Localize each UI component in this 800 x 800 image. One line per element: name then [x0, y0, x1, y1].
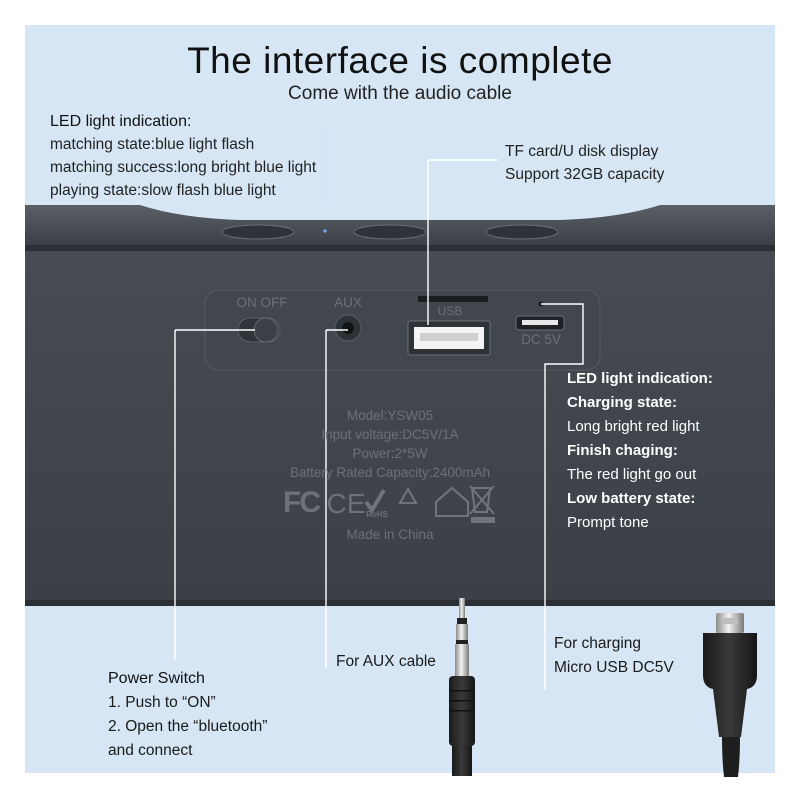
aux-cable-label: For AUX cable — [336, 653, 436, 670]
low-battery-text: Prompt tone — [567, 514, 649, 531]
made-in-label: Made in China — [346, 527, 434, 542]
weee-bar-icon — [471, 517, 495, 523]
aux-label: AUX — [334, 295, 362, 310]
led-top-line: matching state:blue light flash — [50, 136, 255, 153]
micro-usb-inner-icon — [522, 320, 558, 325]
power-switch-knob-icon — [253, 317, 279, 343]
tf-slot-icon — [418, 296, 488, 302]
led-top-block: LED light indication: matching state:blu… — [50, 110, 316, 202]
weee-bin-icon — [469, 485, 495, 515]
speaker-seam — [25, 245, 775, 251]
micro-usb-cable-icon — [703, 613, 757, 777]
recycle-icon — [398, 486, 418, 504]
rohs-logo-icon: RoHS — [366, 510, 388, 519]
low-battery-heading: Low battery state: — [567, 490, 696, 507]
button-icon — [353, 224, 427, 240]
aux-hole-icon — [342, 322, 354, 334]
tf-card-line: Support 32GB capacity — [505, 166, 665, 183]
tf-card-line: TF card/U disk display — [505, 143, 659, 160]
speaker-bottom-edge — [25, 600, 775, 606]
charging-text: Long bright red light — [567, 418, 700, 435]
model-label: Model:YSW05 — [346, 408, 434, 423]
certification-icons — [364, 485, 495, 523]
power-switch-line: 1. Push to “ON” — [108, 694, 216, 711]
usb-tongue-icon — [420, 333, 478, 341]
led-top-heading: LED light indication: — [50, 113, 192, 130]
ce-logo-icon: CE — [326, 488, 366, 519]
voltage-label: Input voltage:DC5V/1A — [321, 427, 459, 442]
switch-label: ON OFF — [236, 295, 288, 310]
power-switch-line: and connect — [108, 742, 193, 759]
finish-text: The red light go out — [567, 466, 697, 483]
charging-line: Micro USB DC5V — [554, 659, 674, 676]
led-right-heading: LED light indication: — [567, 370, 713, 387]
dc-label: DC 5V — [521, 332, 561, 347]
usb-label: USB — [437, 304, 463, 318]
tf-card-block: TF card/U disk display Support 32GB capa… — [505, 140, 664, 186]
blue-led-icon — [323, 229, 327, 233]
house-icon — [435, 486, 469, 517]
led-right-block: LED light indication: Charging state: Lo… — [567, 367, 713, 535]
power-label: Power:2*5W — [352, 446, 428, 461]
charging-block: For charging Micro USB DC5V — [554, 632, 674, 680]
fcc-logo-icon: FC — [283, 486, 321, 519]
callout-lines — [174, 159, 584, 690]
finish-heading: Finish chaging: — [567, 442, 678, 459]
page-title: The interface is complete — [187, 40, 613, 81]
charging-line: For charging — [554, 635, 642, 652]
rohs-check-icon — [364, 488, 386, 514]
power-switch-line: 2. Open the “bluetooth” — [108, 718, 268, 735]
aux-cable-icon — [449, 598, 475, 776]
power-switch-heading: Power Switch — [108, 670, 205, 687]
led-top-line: playing state:slow flash blue light — [50, 182, 276, 199]
battery-label: Battery Rated Capacity:2400mAh — [289, 465, 491, 480]
charging-heading: Charging state: — [567, 394, 678, 411]
led-top-line: matching success:long bright blue light — [50, 159, 317, 176]
power-switch-block: Power Switch 1. Push to “ON” 2. Open the… — [108, 667, 267, 763]
button-icon — [485, 224, 559, 240]
page-subtitle: Come with the audio cable — [288, 83, 512, 104]
button-icon — [221, 224, 295, 240]
